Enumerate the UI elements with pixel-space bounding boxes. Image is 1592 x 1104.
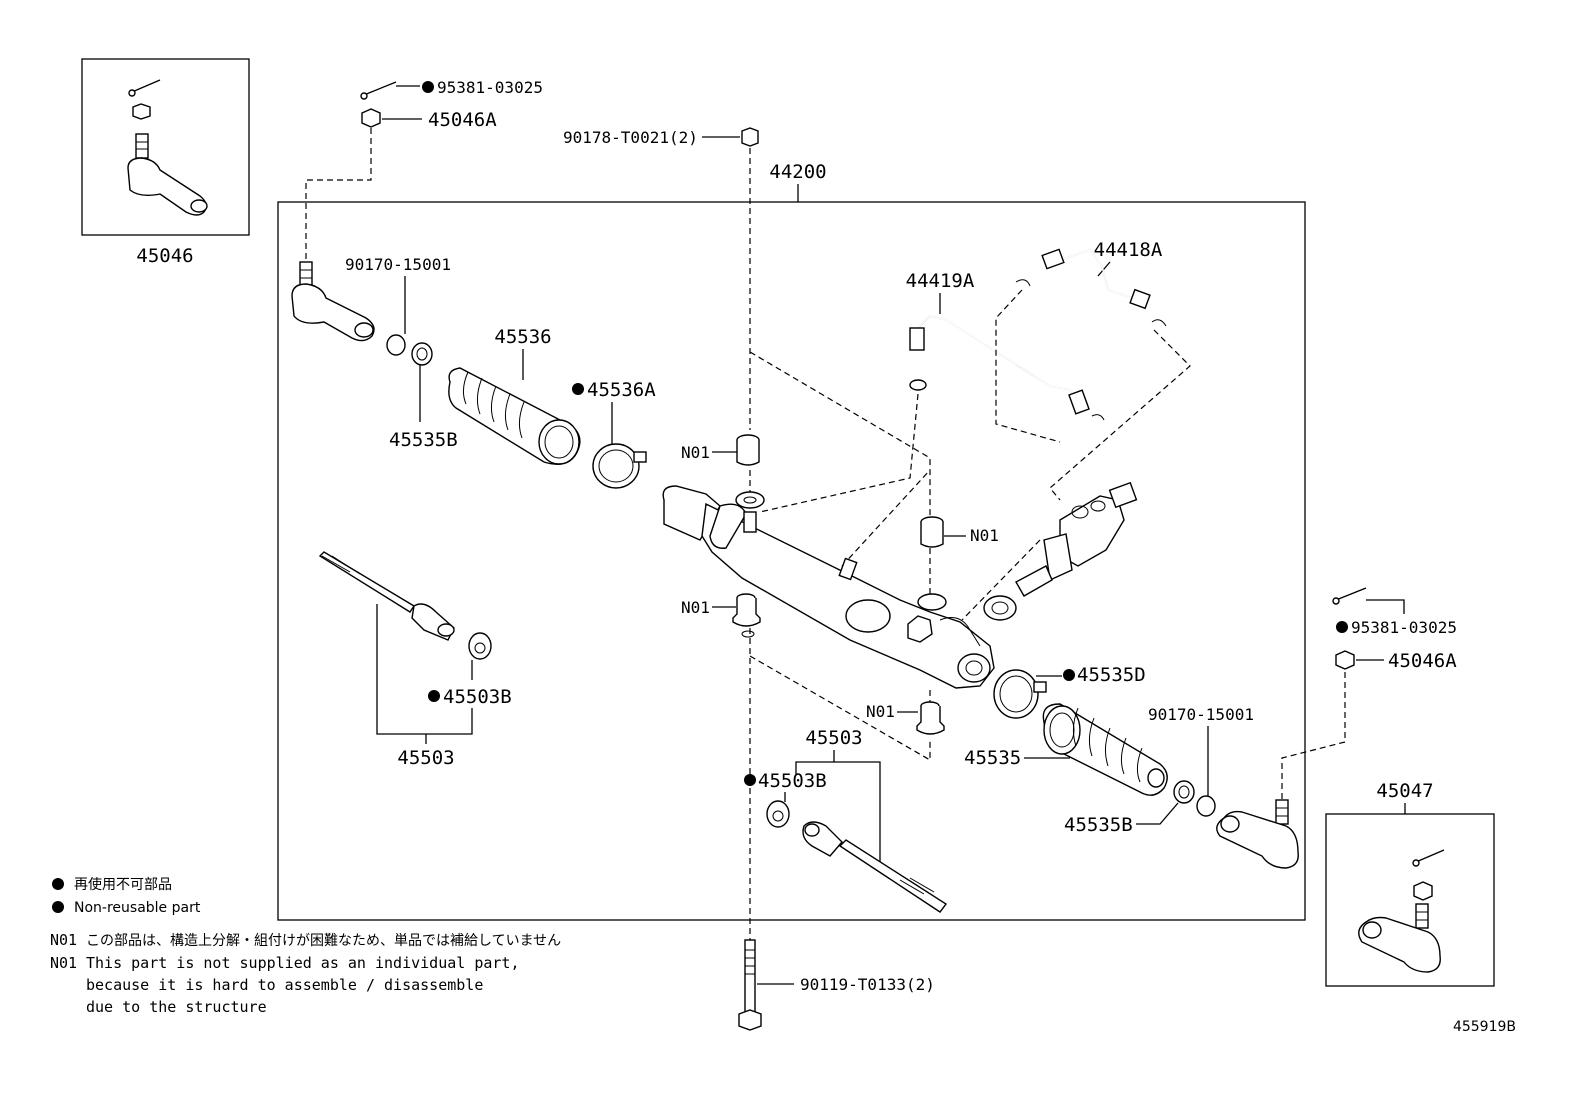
tie-end-kit-right-drawing (1358, 849, 1445, 973)
legend-jp: 再使用不可部品 (74, 876, 172, 893)
bushing-n01-b-drawing (920, 516, 944, 548)
bushing-upper-drawing (735, 491, 765, 509)
label-95381-left: 95381-03025 (437, 78, 543, 97)
label-45047: 45047 (1376, 780, 1433, 802)
diagram-code: 455919B (1453, 1019, 1516, 1035)
label-90119-bottom: 90119-T0133(2) (800, 975, 935, 994)
label-45046: 45046 (136, 245, 193, 267)
leader-dashed (305, 128, 372, 262)
note-n01-jp: この部品は、構造上分解・組付けが困難なため、単品では補給していません (86, 933, 561, 949)
label-45536: 45536 (494, 326, 551, 348)
label-n01-c: N01 (681, 598, 710, 617)
label-45536A: 45536A (587, 379, 656, 401)
clip-right-drawing (1173, 780, 1216, 817)
steering-rack-housing-drawing (662, 485, 995, 689)
inner-rod-left-drawing (318, 551, 455, 641)
label-45535B-left: 45535B (389, 429, 458, 451)
nut-right-drawing (1335, 650, 1355, 670)
tube-44418A-drawing (1015, 248, 1167, 327)
label-90170-left: 90170-15001 (345, 255, 451, 274)
legend-dot-jp (52, 878, 64, 890)
note-n01-en-line2: because it is hard to assemble / disasse… (86, 976, 483, 994)
boot-right-drawing (1042, 703, 1168, 796)
nonreusable-dot (1063, 669, 1075, 681)
label-n01-a: N01 (681, 443, 710, 462)
tie-rod-end-left-drawing (291, 261, 375, 342)
note-n01-en-line1: This part is not supplied as an individu… (86, 954, 519, 972)
note-n01-code-en: N01 (50, 954, 77, 972)
label-44418A: 44418A (1094, 239, 1163, 261)
bushing-mid-drawing (917, 593, 947, 611)
tube-44419A-drawing (909, 315, 1105, 421)
legend-en: Non-reusable part (74, 900, 201, 916)
label-45535B-right: 45535B (1064, 814, 1133, 836)
pinion-valve-drawing (983, 481, 1138, 621)
nut-left-drawing (361, 108, 381, 128)
cotter-pin-right-drawing (1332, 587, 1367, 605)
nonreusable-dot (422, 81, 434, 93)
label-90170-right: 90170-15001 (1148, 705, 1254, 724)
cotter-pin-left-drawing (360, 81, 420, 100)
label-45535D: 45535D (1077, 664, 1146, 686)
label-44200: 44200 (769, 161, 826, 183)
label-45535-right: 45535 (964, 747, 1021, 769)
nonreusable-dot (744, 774, 756, 786)
legend-dot-en (52, 901, 64, 913)
bolt-top-drawing (741, 127, 759, 147)
tie-end-kit-left-drawing (127, 79, 208, 216)
bushing-lower-left-drawing (741, 630, 755, 638)
note-n01-code-jp: N01 (50, 931, 77, 949)
bushing-n01-a-drawing (736, 434, 760, 466)
label-95381-right: 95381-03025 (1351, 618, 1457, 637)
washer-right-drawing (766, 800, 790, 828)
bushing-n01-d-drawing (916, 701, 945, 735)
tie-rod-end-right-drawing (1216, 799, 1299, 869)
boot-left-drawing (448, 367, 581, 465)
note-n01-en-line3: due to the structure (86, 998, 267, 1016)
boot-clamp-right-drawing (993, 669, 1047, 719)
tie-end-kit-left-box (81, 58, 250, 236)
washer-left-drawing (468, 632, 492, 660)
label-45503B-left: 45503B (443, 686, 512, 708)
clip-left-drawing (386, 334, 433, 366)
label-44419A: 44419A (906, 270, 975, 292)
label-45503B-right: 45503B (758, 770, 827, 792)
nonreusable-dot (572, 383, 584, 395)
bushing-n01-c-drawing (732, 593, 761, 627)
nonreusable-dot (1336, 621, 1348, 633)
label-45046A-left: 45046A (428, 109, 497, 131)
label-n01-b: N01 (970, 526, 999, 545)
label-90178-top: 90178-T0021(2) (563, 128, 698, 147)
inner-rod-right-drawing (802, 821, 948, 913)
main-assembly-box (277, 201, 1306, 921)
label-45046A-right: 45046A (1388, 650, 1457, 672)
boot-clamp-left-drawing (592, 443, 647, 489)
label-45503-right: 45503 (805, 727, 862, 749)
bolt-bottom-drawing (738, 939, 762, 1031)
label-45503-left: 45503 (397, 747, 454, 769)
nonreusable-dot (428, 690, 440, 702)
label-n01-d: N01 (866, 702, 895, 721)
tie-end-kit-right-box (1325, 813, 1495, 987)
